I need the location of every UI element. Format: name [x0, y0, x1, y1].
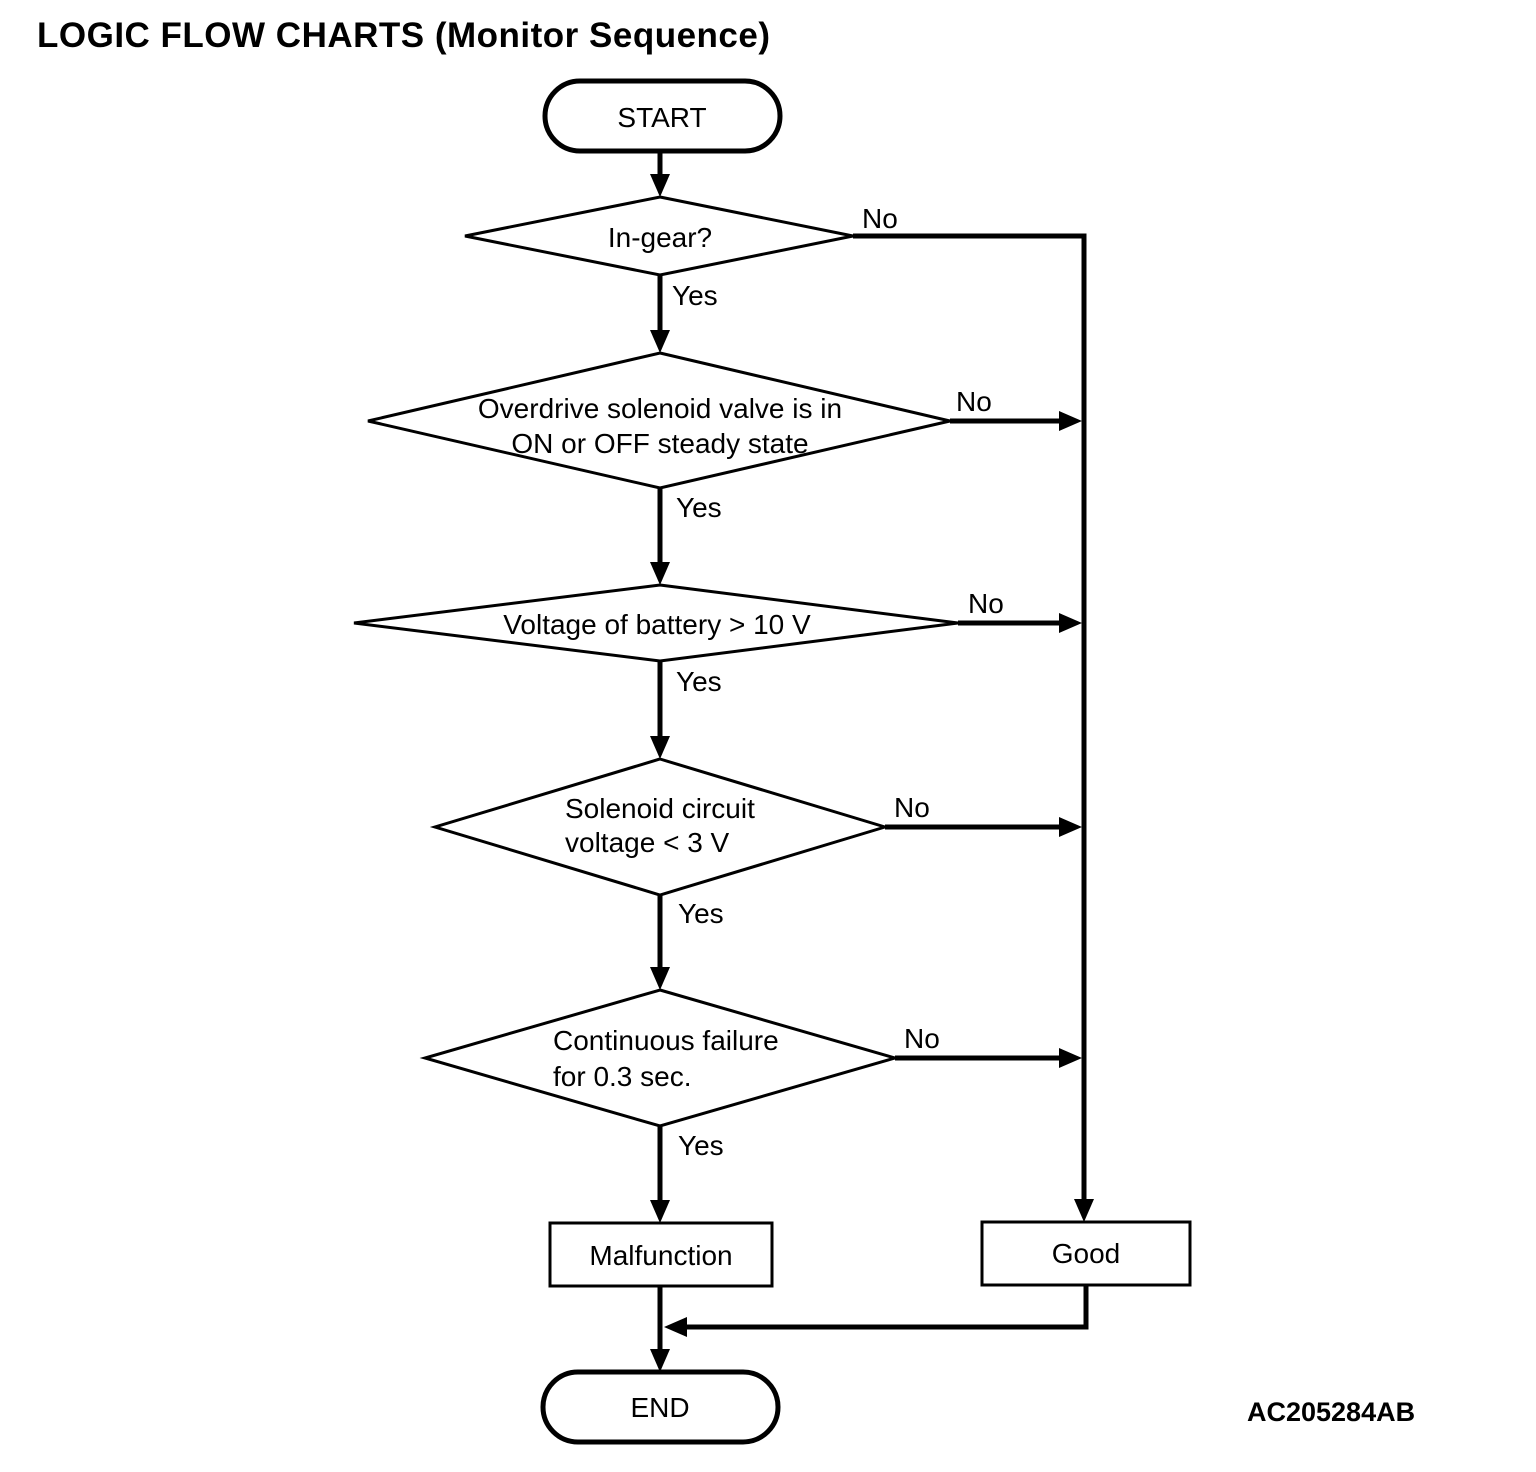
yes-label: Yes	[678, 898, 724, 929]
flowchart-edges	[650, 151, 1094, 1372]
decision-solenoid-circuit-shape	[429, 757, 891, 897]
start-label: START	[617, 102, 706, 133]
arrowhead-right-icon	[1059, 1048, 1082, 1068]
no-label: No	[956, 386, 992, 417]
arrowhead-down-icon	[650, 330, 670, 353]
decision-continuous-failure-label-line1: Continuous failure	[553, 1025, 779, 1056]
arrowhead-right-icon	[1059, 817, 1082, 837]
decision-battery-voltage-shape	[353, 583, 959, 663]
decision-ingear-shape	[464, 195, 854, 277]
node-good: Good	[980, 1220, 1192, 1287]
page-title: LOGIC FLOW CHARTS (Monitor Sequence)	[37, 16, 771, 55]
decision-continuous-failure-shape	[419, 988, 901, 1128]
no-label: No	[862, 203, 898, 234]
arrowhead-right-icon	[1059, 411, 1082, 431]
arrowhead-down-icon	[650, 1349, 670, 1372]
yes-label: Yes	[672, 280, 718, 311]
decision-overdrive-label-line2: ON or OFF steady state	[511, 428, 808, 459]
no-label: No	[894, 792, 930, 823]
arrowhead-down-icon	[650, 1200, 670, 1223]
malfunction-label: Malfunction	[589, 1240, 732, 1271]
edge-good-to-merge	[686, 1285, 1089, 1330]
no-label: No	[904, 1023, 940, 1054]
figure-code: AC205284AB	[1247, 1397, 1415, 1427]
arrowhead-down-icon	[650, 562, 670, 585]
yes-label: Yes	[678, 1130, 724, 1161]
decision-continuous-failure: Continuous failure for 0.3 sec. Yes No	[419, 988, 940, 1161]
end-label: END	[630, 1392, 689, 1423]
arrowhead-down-icon	[650, 967, 670, 990]
decision-battery-voltage: Voltage of battery > 10 V Yes No	[353, 583, 1004, 697]
end-shape	[540, 1369, 781, 1445]
good-label: Good	[1052, 1238, 1121, 1269]
malfunction-shape	[548, 1221, 774, 1288]
decision-overdrive-label-line1: Overdrive solenoid valve is in	[478, 393, 842, 424]
node-start: START	[542, 78, 783, 154]
edge-ingear-no-trunk	[853, 233, 1087, 1199]
arrowhead-down-icon	[650, 736, 670, 759]
decision-continuous-failure-label-line2: for 0.3 sec.	[553, 1061, 692, 1092]
no-label: No	[968, 588, 1004, 619]
arrowhead-right-icon	[1059, 613, 1082, 633]
yes-label: Yes	[676, 666, 722, 697]
decision-solenoid-circuit: Solenoid circuit voltage < 3 V Yes No	[429, 757, 930, 929]
arrowhead-down-icon	[1074, 1199, 1094, 1222]
node-end: END	[540, 1369, 781, 1445]
start-shape	[542, 78, 783, 154]
good-shape	[980, 1220, 1192, 1287]
arrowhead-left-icon	[664, 1317, 687, 1337]
decision-ingear-label: In-gear?	[608, 222, 712, 253]
node-malfunction: Malfunction	[548, 1221, 774, 1288]
decision-solenoid-circuit-label-line2: voltage < 3 V	[565, 827, 730, 858]
decision-solenoid-circuit-label-line1: Solenoid circuit	[565, 793, 755, 824]
yes-label: Yes	[676, 492, 722, 523]
decision-ingear: In-gear? Yes No	[464, 195, 898, 311]
decision-battery-voltage-label: Voltage of battery > 10 V	[503, 609, 811, 640]
decision-overdrive-shape	[367, 351, 951, 490]
decision-overdrive: Overdrive solenoid valve is in ON or OFF…	[367, 351, 992, 523]
arrowhead-down-icon	[650, 174, 670, 197]
